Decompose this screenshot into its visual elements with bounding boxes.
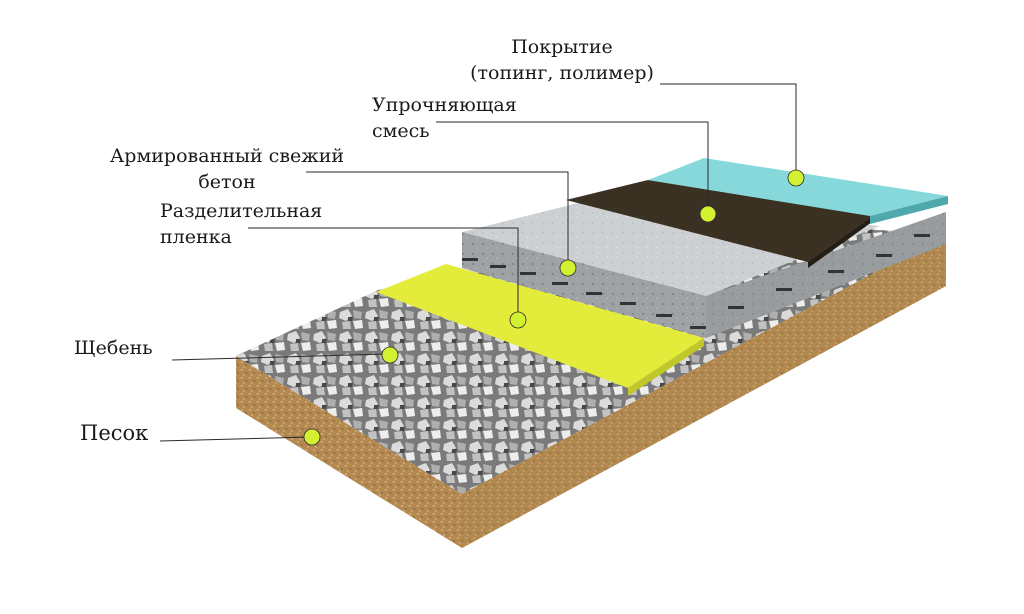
label-gravel: Щебень — [74, 335, 153, 361]
film-layer — [376, 264, 704, 396]
label-concrete: Армированный свежий бетон — [98, 143, 356, 195]
leader-coating — [660, 83, 797, 178]
label-hardener-line2: смесь — [372, 120, 430, 142]
coating-layer — [648, 158, 948, 224]
label-concrete-line1: Армированный свежий — [109, 145, 345, 167]
marker-gravel — [381, 346, 399, 364]
label-sand-line1: Песок — [80, 421, 149, 445]
markers — [303, 169, 805, 446]
leader-concrete — [306, 171, 569, 268]
label-film-line2: пленка — [160, 226, 232, 248]
label-sand: Песок — [80, 420, 148, 446]
sand-layer — [236, 234, 946, 548]
leader-gravel — [171, 353, 389, 361]
label-coating-line2: (топинг, полимер) — [470, 62, 654, 84]
marker-coating — [787, 169, 805, 187]
leader-hardener — [436, 121, 709, 214]
label-hardener-line1: Упрочняющая — [372, 94, 517, 116]
label-concrete-line2: бетон — [198, 171, 256, 193]
label-coating-line1: Покрытие — [511, 36, 613, 58]
hardener-layer — [566, 180, 872, 268]
label-coating: Покрытие (топинг, полимер) — [462, 34, 662, 86]
leader-sand — [159, 436, 311, 442]
marker-hardener — [699, 205, 717, 223]
marker-sand — [303, 428, 321, 446]
leader-film — [248, 227, 519, 320]
label-hardener: Упрочняющая смесь — [372, 92, 517, 144]
label-gravel-line1: Щебень — [74, 337, 153, 359]
label-film-line1: Разделительная — [160, 200, 323, 222]
marker-film — [509, 311, 527, 329]
leader-lines — [159, 83, 797, 442]
marker-concrete — [559, 259, 577, 277]
label-film: Разделительная пленка — [160, 198, 322, 250]
